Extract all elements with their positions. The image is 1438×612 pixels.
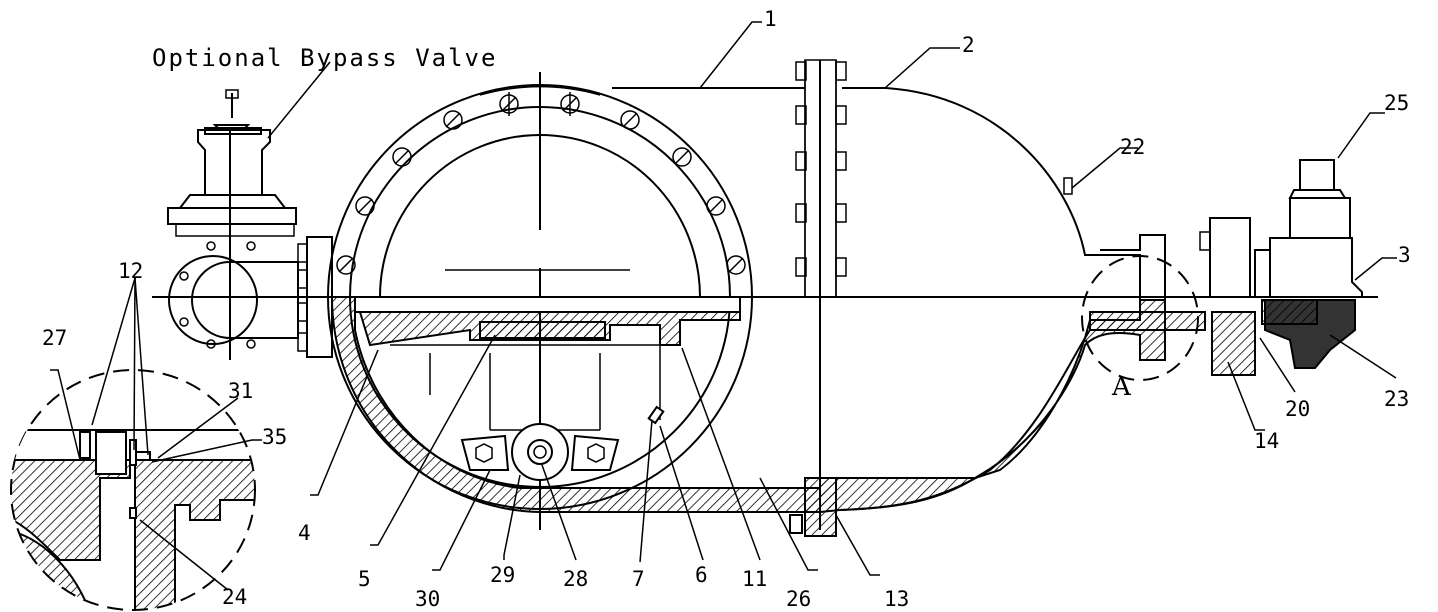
part-label-20: 20 bbox=[1285, 397, 1310, 421]
part-label-5: 5 bbox=[358, 567, 371, 591]
part-label-24: 24 bbox=[222, 585, 247, 609]
part-label-28: 28 bbox=[563, 567, 588, 591]
part-label-11: 11 bbox=[742, 567, 767, 591]
part-label-22: 22 bbox=[1120, 135, 1145, 159]
bypass-valve-title: Optional Bypass Valve bbox=[152, 44, 497, 72]
part-label-7: 7 bbox=[632, 567, 645, 591]
part-label-1: 1 bbox=[764, 7, 777, 31]
part-label-31: 31 bbox=[228, 379, 253, 403]
part-label-35: 35 bbox=[262, 425, 287, 449]
bypass-valve bbox=[167, 89, 299, 360]
part-label-2: 2 bbox=[962, 33, 975, 57]
part-label-23: 23 bbox=[1384, 387, 1409, 411]
part-label-6: 6 bbox=[695, 563, 708, 587]
part-number-labels: 1 2 3 4 5 6 7 11 12 13 14 20 22 23 24 25… bbox=[42, 7, 1411, 611]
detail-a-callout bbox=[1081, 255, 1199, 381]
detail-view bbox=[10, 369, 256, 611]
part-label-13: 13 bbox=[884, 587, 909, 611]
body-lower-section bbox=[330, 296, 1256, 537]
detail-letter-a: A bbox=[1111, 372, 1132, 402]
air-valve bbox=[1199, 159, 1363, 369]
part-label-30: 30 bbox=[415, 587, 440, 611]
part-label-26: 26 bbox=[786, 587, 811, 611]
part-label-14: 14 bbox=[1254, 429, 1279, 453]
leader-lines bbox=[50, 21, 1397, 591]
part-label-25: 25 bbox=[1384, 91, 1409, 115]
disc-assembly bbox=[354, 296, 741, 481]
flange-bolts bbox=[795, 61, 847, 277]
part-label-3: 3 bbox=[1398, 243, 1411, 267]
flange-bolt-holes bbox=[336, 92, 746, 275]
bypass-bolt-marks bbox=[179, 241, 256, 349]
part-label-12: 12 bbox=[118, 259, 143, 283]
part-label-29: 29 bbox=[490, 563, 515, 587]
part-label-4: 4 bbox=[298, 521, 311, 545]
part-label-27: 27 bbox=[42, 326, 67, 350]
